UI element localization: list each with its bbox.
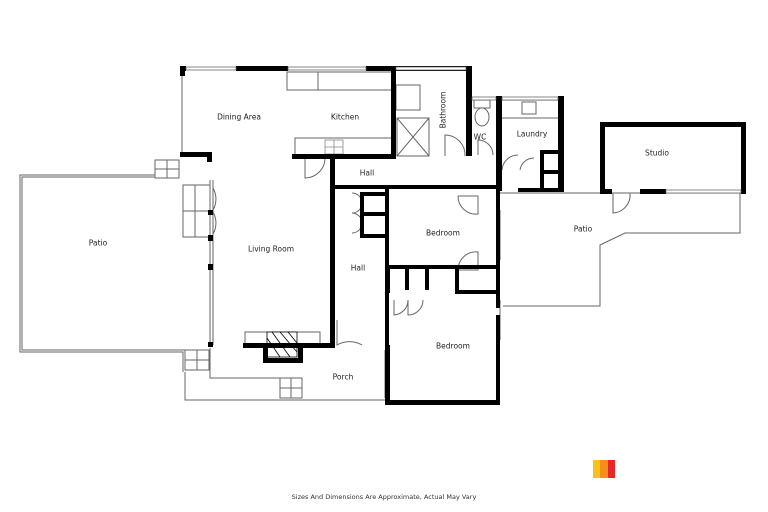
room-label-patio-left: Patio (88, 238, 108, 248)
logo-bar-red (607, 460, 615, 478)
room-label-porch: Porch (332, 372, 354, 382)
room-label-patio-right: Patio (573, 224, 593, 234)
room-label-hall-top: Hall (359, 168, 375, 178)
room-label-dining-area: Dining Area (217, 112, 261, 122)
room-label-wc: WC (473, 132, 487, 142)
logo-bar-yellow (593, 460, 601, 478)
room-label-living-room: Living Room (247, 244, 295, 254)
disclaimer-text: Sizes And Dimensions Are Approximate, Ac… (291, 493, 477, 501)
room-label-laundry: Laundry (516, 129, 548, 139)
logo-bar-orange (600, 460, 608, 478)
room-label-bathroom: Bathroom (438, 91, 448, 129)
brand-logo (593, 460, 615, 478)
room-label-bedroom-2: Bedroom (436, 341, 470, 351)
room-label-studio: Studio (645, 148, 669, 158)
room-label-hall-mid: Hall (350, 263, 366, 273)
room-label-kitchen: Kitchen (330, 112, 360, 122)
room-label-bedroom-1: Bedroom (426, 228, 460, 238)
